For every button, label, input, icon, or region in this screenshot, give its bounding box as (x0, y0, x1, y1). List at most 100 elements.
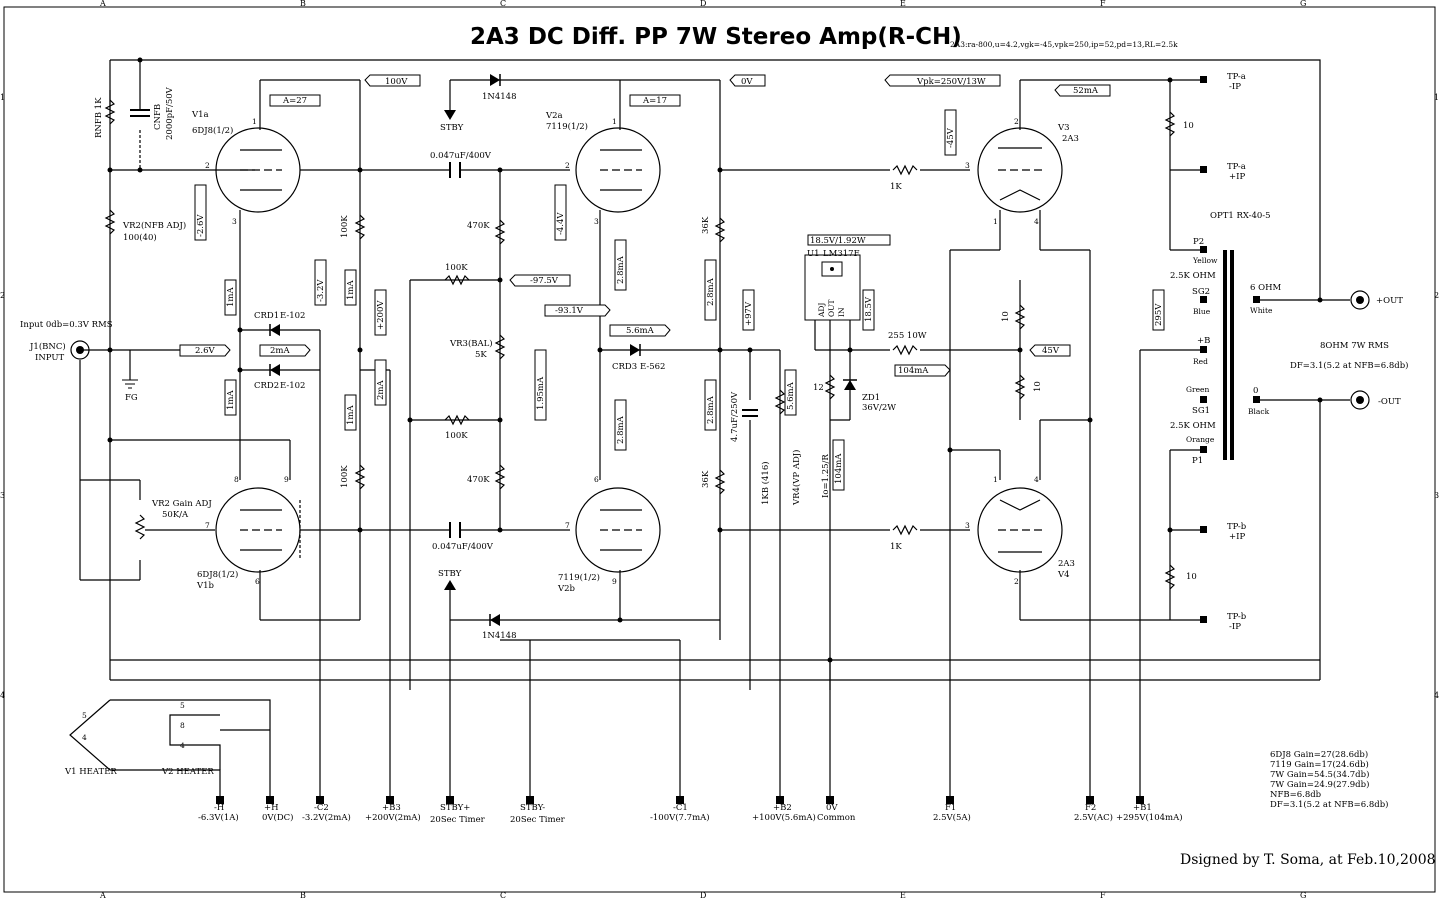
r100k-h-bottom (444, 414, 470, 426)
term-4-value: 20Sec Timer (430, 815, 486, 825)
term-5-name: STBY- (520, 803, 545, 813)
opt-black: Black (1248, 407, 1270, 416)
v3-type: 2A3 (1062, 134, 1079, 144)
spk-label: 8OHM 7W RMS (1320, 341, 1389, 351)
v2b-pin6: 6 (594, 475, 599, 484)
r100k-c-label: 100K (445, 263, 468, 273)
v1a-gain: A=27 (282, 96, 307, 106)
opt-b: +B (1197, 336, 1210, 346)
term-8-name: 0V (826, 803, 838, 813)
r12-resistor (824, 374, 836, 400)
r1k-b-label: 1K (890, 542, 902, 552)
term-2-value: -3.2V(2mA) (302, 812, 351, 823)
v4-pin2: 2 (1014, 577, 1019, 586)
r10-tpb-label: 10 (1186, 572, 1197, 582)
v1-heater-label: V1 HEATER (64, 767, 117, 777)
j1-label: J1(BNC) (29, 341, 66, 352)
tube-v4: 1 4 3 2 2A3 V4 (965, 475, 1075, 586)
grid-row-4-left: 4 (0, 691, 5, 700)
r1kb-label: 1KB (416) (760, 461, 771, 505)
opt-yellow: Yellow (1192, 256, 1218, 265)
term-3-name: +B3 (382, 803, 401, 813)
r1k-top (892, 164, 918, 176)
vflag-18p5v: 18.5V (864, 296, 874, 322)
tpa-plus-1: TP-a (1227, 162, 1246, 172)
crd1-value: E-102 (280, 311, 305, 321)
out-pos-label: +OUT (1376, 296, 1403, 306)
flag-104ma: 104mA (898, 366, 929, 376)
v3-pin4: 4 (1034, 217, 1039, 226)
schematic-title: 2A3 DC Diff. PP 7W Stereo Amp(R-CH) (470, 24, 962, 50)
v2b-name: V2b (557, 584, 576, 594)
r1k-bottom (892, 524, 918, 536)
r36k-top (714, 217, 726, 243)
vr2-gain-resistor (134, 514, 146, 540)
grid-row-2-left: 2 (0, 291, 5, 300)
vflag-m32v: -3.2V (316, 279, 326, 302)
v4-pin1: 1 (993, 475, 998, 484)
v1a-pin3: 3 (232, 217, 237, 226)
opt-red: Red (1193, 357, 1208, 366)
term-5-value: 20Sec Timer (510, 815, 566, 825)
r100k-d-label: 100K (445, 431, 468, 441)
grid-row-2-right: 2 (1434, 291, 1439, 300)
heater-pin5-a: 5 (82, 711, 87, 720)
flag-m93v: -93.1V (555, 306, 584, 316)
opt-6ohm: 6 OHM (1250, 283, 1281, 293)
term-7-name: +B2 (773, 803, 792, 813)
crd2-value: E-102 (280, 381, 305, 391)
vflag-2p8ma-a: 2.8mA (616, 255, 626, 284)
v2a-pin2: 2 (565, 161, 570, 170)
cap47-label: 4.7uF/250V (730, 391, 740, 442)
terminal-labels: -H -6.3V(1A) +H 0V(DC) -C2 -3.2V(2mA) +B… (198, 803, 1183, 825)
vr2-nfb-label: VR2(NFB ADJ) (122, 220, 186, 231)
r100k-top (354, 214, 366, 240)
diode2-label: 1N4148 (482, 631, 516, 641)
opt-orange: Orange (1186, 435, 1215, 444)
stby1-label: STBY (440, 123, 464, 133)
out-neg-label: -OUT (1378, 397, 1401, 407)
flag-45v: 45V (1042, 346, 1060, 356)
r10-upper (1014, 304, 1026, 330)
vflag-295v: 295V (1154, 303, 1164, 326)
cap-top-label: 0.047uF/400V (430, 151, 492, 161)
opt-p2: P2 (1193, 237, 1204, 247)
v2a-gain: A=17 (642, 96, 667, 106)
opt-green: Green (1186, 385, 1209, 394)
stby2-label: STBY (438, 569, 462, 579)
tpb-minus-1: TP-b (1227, 612, 1247, 622)
v3-name: V3 (1057, 123, 1070, 133)
v1b-type: 6DJ8(1/2) (197, 569, 238, 580)
cap-bottom-label: 0.047uF/400V (432, 542, 494, 552)
heater-pin4-a: 4 (82, 733, 87, 742)
grid-row-3-left: 3 (0, 491, 5, 500)
vr2-gain-value: 50K/A (162, 510, 189, 520)
term-6-value: -100V(7.7mA) (650, 812, 710, 823)
grid-col-b-top: B (300, 0, 306, 8)
term-11-name: +B1 (1133, 803, 1152, 813)
input-label: Input 0db=0.3V RMS (20, 320, 113, 330)
flags-vertical: -2.6V -3.2V 1mA 1mA 1mA 1mA +200V 2mA -4… (194, 109, 1165, 491)
u1-out: OUT (827, 300, 836, 317)
grid-col-a-bot: A (99, 891, 106, 900)
r100k-bottom (354, 464, 366, 490)
v4-type: 2A3 (1058, 559, 1075, 569)
vflag-p200v: +200V (376, 300, 386, 330)
u1-label: U1 (807, 249, 820, 259)
vflag-5p6ma-b: 5.6mA (786, 381, 796, 410)
v2a-name: V2a (545, 111, 563, 121)
resistors (104, 99, 1176, 590)
crd3-value: E-562 (640, 362, 665, 372)
v1a-type: 6DJ8(1/2) (192, 125, 233, 136)
vflag-2p8ma-b: 2.8mA (616, 415, 626, 444)
v4-pin4: 4 (1034, 475, 1039, 484)
u1-adj: ADJ (817, 303, 826, 318)
vflag-1p95ma: 1.95mA (536, 376, 546, 410)
vr3-value: 5K (475, 350, 487, 360)
term-9-name: F1 (945, 803, 956, 813)
tpa-minus-2: -IP (1229, 82, 1241, 92)
r470k-b-label: 470K (467, 475, 490, 485)
flag-m97v: -97.5V (530, 276, 559, 286)
flag-52ma: 52mA (1073, 86, 1099, 96)
